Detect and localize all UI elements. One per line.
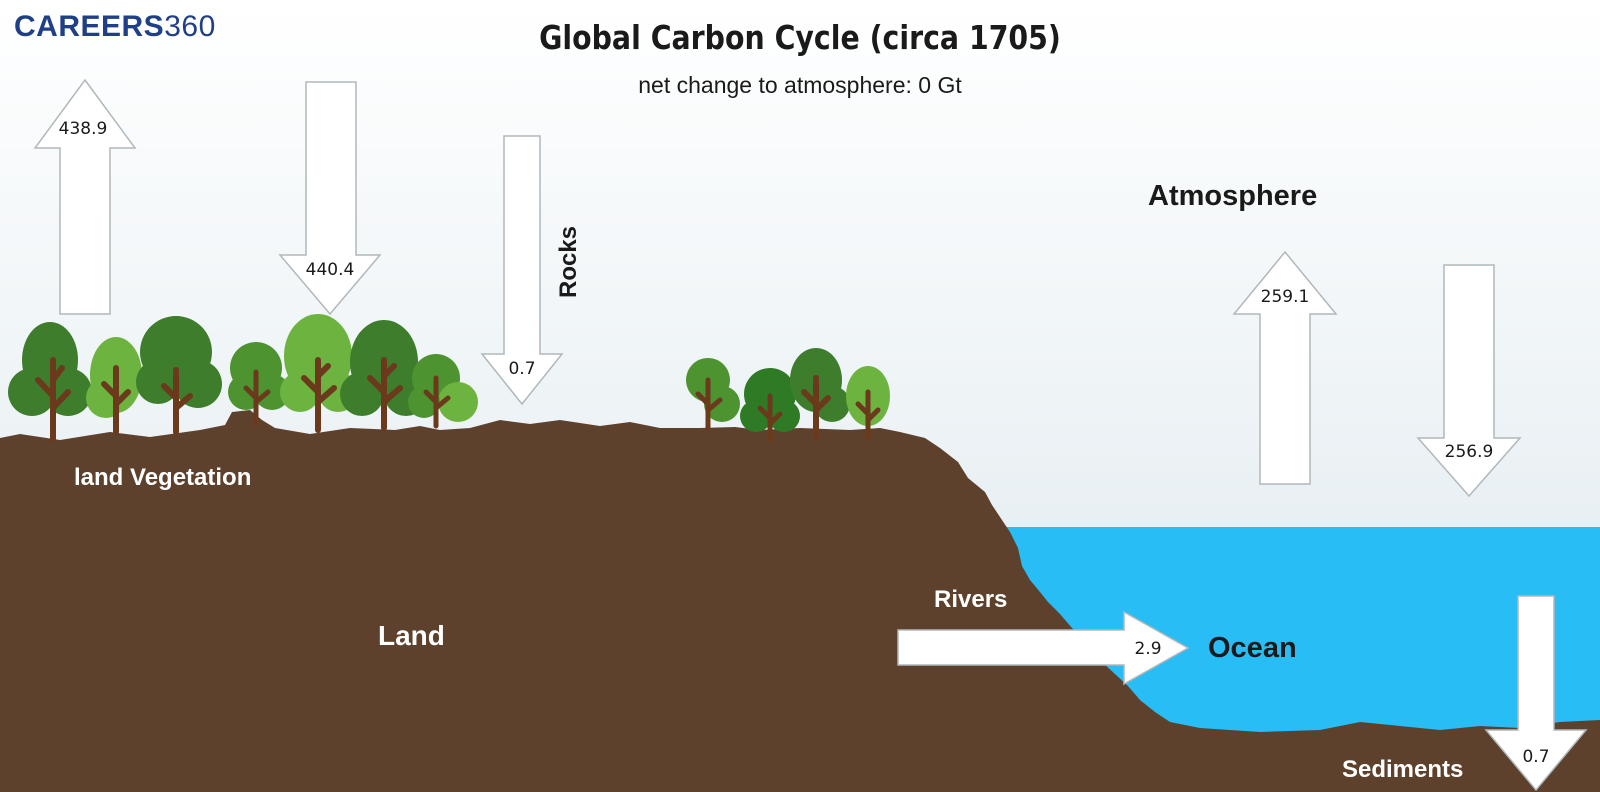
flux-value-rivers-to-ocean: 2.9: [1134, 639, 1161, 659]
arrow-rivers-to-ocean: 2.9: [897, 610, 1190, 686]
tree: [228, 342, 290, 428]
flux-value-vegetation-up: 438.9: [59, 119, 108, 139]
tree: [408, 354, 478, 429]
arrow-vegetation-down: 440.4: [278, 81, 382, 316]
flux-value-vegetation-down: 440.4: [306, 260, 355, 280]
arrow-vegetation-up: 438.9: [33, 78, 137, 315]
flux-value-rocks-down: 0.7: [508, 359, 535, 379]
tree: [86, 337, 142, 435]
arrow-ocean-up: 259.1: [1232, 250, 1338, 485]
atmosphere-label: Atmosphere: [1148, 180, 1318, 212]
tree: [740, 368, 800, 443]
arrow-sediments-down: 0.7: [1484, 595, 1588, 792]
flux-value-ocean-up: 259.1: [1261, 287, 1310, 307]
land-vegetation-label: land Vegetation: [74, 464, 252, 491]
rivers-label: Rivers: [934, 586, 1008, 613]
land-mass: [0, 410, 1600, 792]
tree: [8, 322, 92, 443]
flux-value-sediments-down: 0.7: [1522, 747, 1549, 767]
tree: [136, 316, 222, 435]
diagram-subtitle: net change to atmosphere: 0 Gt: [638, 72, 962, 98]
arrow-rocks-down: 0.7: [480, 135, 564, 406]
arrow-ocean-down: 256.9: [1416, 264, 1522, 498]
ocean-label: Ocean: [1208, 632, 1297, 664]
rocks-label: Rocks: [555, 226, 582, 298]
tree: [686, 358, 740, 431]
tree-group-middle: [686, 348, 890, 443]
tree: [846, 366, 890, 441]
flux-value-ocean-down: 256.9: [1445, 442, 1494, 462]
logo-number: 360: [164, 10, 216, 43]
tree: [280, 314, 358, 433]
sediments-label: Sediments: [1342, 756, 1464, 783]
diagram-title: Global Carbon Cycle (circa 1705): [539, 18, 1061, 57]
tree-group-left: [8, 314, 478, 443]
land-label: Land: [378, 620, 445, 651]
logo-brand: CAREERS: [14, 10, 165, 43]
careers360-logo: CAREERS360: [14, 10, 216, 44]
tree: [790, 348, 850, 441]
